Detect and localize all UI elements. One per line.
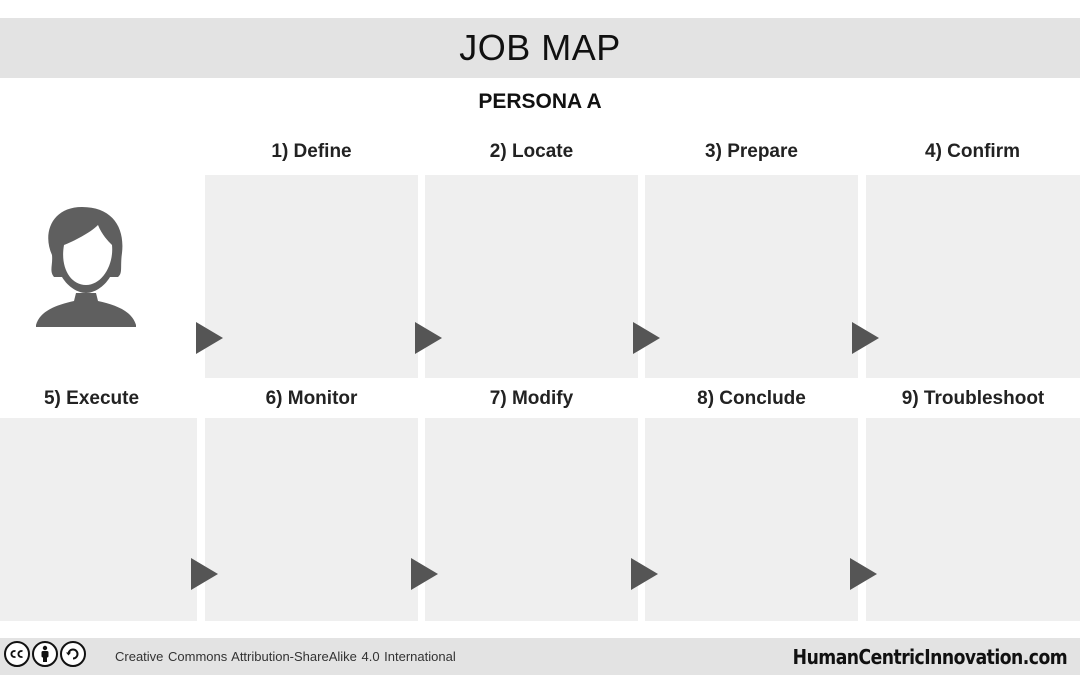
step-label-prepare: 3) Prepare: [705, 141, 798, 162]
page-title: JOB MAP: [459, 27, 621, 68]
step-label-locate: 2) Locate: [489, 141, 574, 162]
by-icon: [32, 641, 58, 667]
step-label-confirm: 4) Confirm: [925, 141, 1020, 162]
step-box-troubleshoot[interactable]: [866, 418, 1080, 621]
persona-name: PERSONA A: [478, 90, 602, 113]
step-box-define[interactable]: [205, 175, 418, 378]
step-box-confirm[interactable]: [866, 175, 1080, 378]
arrow-right-icon: [196, 322, 223, 354]
footer-bar: [0, 638, 1080, 675]
cc-icon: [4, 641, 30, 667]
step-box-locate[interactable]: [425, 175, 638, 378]
step-label-conclude: 8) Conclude: [697, 388, 806, 409]
step-box-conclude[interactable]: [645, 418, 858, 621]
license-icons[interactable]: [4, 641, 86, 667]
license-text: Creative Commons Attribution-ShareAlike …: [115, 649, 456, 664]
step-label-execute: 5) Execute: [43, 388, 140, 409]
arrow-right-icon: [411, 558, 438, 590]
step-label-define: 1) Define: [271, 141, 352, 162]
step-box-execute[interactable]: [0, 418, 197, 621]
arrow-right-icon: [633, 322, 660, 354]
title-bar: JOB MAP: [0, 18, 1080, 78]
step-label-troubleshoot: 9) Troubleshoot: [901, 388, 1045, 409]
arrow-right-icon: [852, 322, 879, 354]
brand-website[interactable]: HumanCentricInnovation.com: [792, 645, 1067, 669]
arrow-right-icon: [631, 558, 658, 590]
arrow-right-icon: [415, 322, 442, 354]
arrow-right-icon: [191, 558, 218, 590]
step-box-prepare[interactable]: [645, 175, 858, 378]
sa-icon: [60, 641, 86, 667]
female-user-icon: [36, 207, 136, 327]
step-box-monitor[interactable]: [205, 418, 418, 621]
step-box-modify[interactable]: [425, 418, 638, 621]
step-label-monitor: 6) Monitor: [265, 388, 358, 409]
step-label-modify: 7) Modify: [489, 388, 574, 409]
arrow-right-icon: [850, 558, 877, 590]
